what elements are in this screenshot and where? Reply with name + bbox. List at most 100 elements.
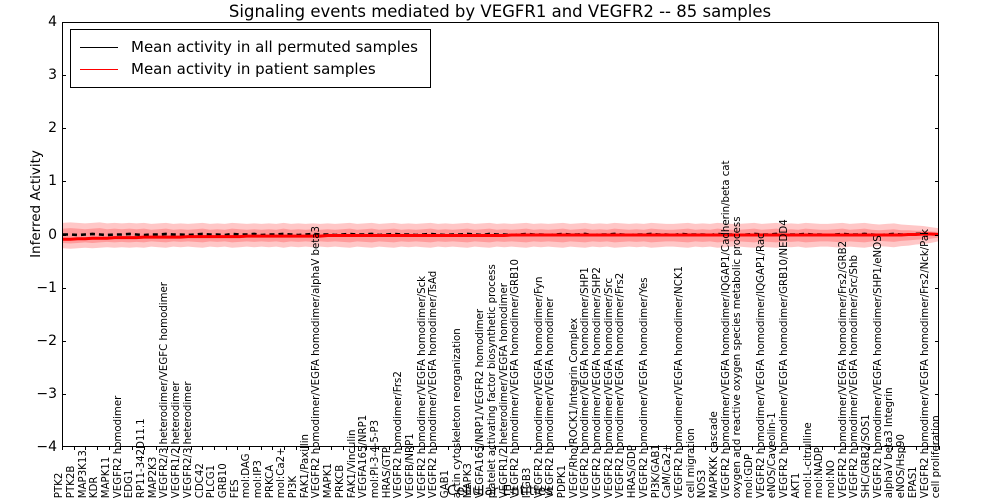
x-tick-mark bbox=[798, 446, 800, 450]
x-tick-mark bbox=[506, 446, 508, 450]
x-tick-label: VEGFR1/2 heterodimer/VEGFA homodimer bbox=[498, 282, 510, 498]
x-tick-label: VEGFR2 homodimer/VEGFA homodimer/IQGAP1/… bbox=[720, 160, 732, 498]
x-tick-mark bbox=[892, 446, 894, 450]
y-tick-mark bbox=[62, 128, 66, 130]
x-tick-mark bbox=[822, 446, 824, 450]
x-tick-label: VEGFR2 homodimer/VEGFA homodimer/Frs2/GR… bbox=[837, 240, 849, 498]
x-tick-mark bbox=[939, 446, 940, 450]
x-tick-mark bbox=[494, 446, 496, 450]
x-tick-label: VEGFR2 homodimer/Frs2 bbox=[393, 370, 405, 498]
x-tick-mark bbox=[377, 446, 379, 450]
x-tick-mark bbox=[436, 446, 438, 450]
x-tick-mark bbox=[658, 446, 660, 450]
x-tick-mark bbox=[260, 446, 262, 450]
x-tick-mark bbox=[447, 446, 449, 450]
x-tick-mark bbox=[553, 446, 555, 450]
x-tick-mark bbox=[810, 446, 812, 450]
x-tick-label: VEGF/Rho/ROCK1/Integrin Complex bbox=[568, 317, 580, 498]
x-tick-mark bbox=[272, 446, 274, 450]
x-tick-label: actin cytoskeleton reorganization bbox=[451, 328, 463, 498]
x-tick-label: VEGFR2 homodimer/VEGFA homodimer/Frs2/Nc… bbox=[919, 228, 931, 498]
x-tick-mark bbox=[915, 446, 917, 450]
x-tick-mark bbox=[108, 446, 110, 450]
y-tick-mark bbox=[62, 234, 66, 236]
x-tick-mark bbox=[611, 446, 613, 450]
x-tick-mark bbox=[214, 446, 215, 450]
x-tick-label: VEGFR2 homodimer/VEGFA homodimer/Yes bbox=[638, 277, 650, 498]
y-axis-label: Inferred Activity bbox=[28, 150, 44, 258]
series-line-patient bbox=[63, 234, 938, 239]
x-tick-mark bbox=[295, 446, 297, 450]
x-tick-label: VEGFR2 homodimer/VEGFA homodimer/alphaV … bbox=[311, 225, 323, 498]
x-tick-label: VEGFR2 homodimer/VEGFA homodimer/GRB10/N… bbox=[778, 219, 790, 498]
x-tick-label: oxygen and reactive oxygen species metab… bbox=[732, 216, 744, 498]
chart-legend: Mean activity in all permuted samples Me… bbox=[70, 29, 431, 88]
x-tick-label: VEGFR2 homodimer/VEGFA homodimer/SHP1 bbox=[580, 266, 592, 498]
x-tick-mark bbox=[459, 446, 461, 450]
x-tick-mark bbox=[903, 446, 905, 450]
plot-area bbox=[62, 22, 939, 447]
x-tick-mark bbox=[681, 446, 683, 450]
x-tick-mark bbox=[868, 446, 870, 450]
x-tick-mark bbox=[518, 446, 520, 450]
x-tick-mark bbox=[225, 446, 227, 450]
y-tick-mark bbox=[935, 393, 939, 395]
legend-item-permuted[interactable]: Mean activity in all permuted samples bbox=[80, 36, 418, 58]
x-tick-mark bbox=[576, 446, 578, 450]
y-tick-mark bbox=[935, 234, 939, 236]
x-tick-mark bbox=[85, 446, 87, 450]
x-tick-label: VEGFR2 homodimer/VEGFA homodimer/GRB10 bbox=[510, 258, 522, 498]
y-tick-mark bbox=[935, 128, 939, 130]
x-tick-mark bbox=[716, 446, 718, 450]
x-tick-mark bbox=[740, 446, 742, 450]
y-tick-mark bbox=[935, 75, 939, 77]
x-tick-mark bbox=[237, 446, 239, 450]
x-tick-mark bbox=[751, 446, 753, 450]
x-tick-mark bbox=[412, 446, 414, 450]
y-tick-mark bbox=[62, 287, 66, 289]
x-tick-mark bbox=[588, 446, 590, 450]
x-tick-mark bbox=[132, 446, 134, 450]
y-tick-label: 1 bbox=[48, 173, 57, 190]
x-tick-mark bbox=[366, 446, 368, 450]
x-tick-label: VEGFR2 homodimer/VEGFA homodimer bbox=[545, 297, 557, 498]
x-tick-label: VEGFR2/3 heterodimer/VEGFC homodimer bbox=[159, 281, 171, 498]
x-tick-mark bbox=[120, 446, 122, 450]
x-tick-mark bbox=[763, 446, 765, 450]
x-tick-label: VEGFR2 homodimer/VEGFA homodimer/Frs2 bbox=[615, 272, 627, 498]
x-tick-mark bbox=[307, 446, 309, 450]
x-tick-mark bbox=[190, 446, 192, 450]
y-tick-label: −4 bbox=[36, 439, 57, 455]
x-tick-mark bbox=[424, 446, 426, 450]
legend-label-permuted: Mean activity in all permuted samples bbox=[131, 38, 418, 56]
series-line-layer bbox=[63, 23, 938, 446]
y-tick-label: 2 bbox=[48, 120, 57, 137]
x-tick-label: VEGFR2 homodimer/VEGFA homodimer/SHP2 bbox=[591, 266, 603, 498]
x-tick-mark bbox=[728, 446, 730, 450]
x-tick-mark bbox=[845, 446, 847, 450]
y-tick-label: −2 bbox=[36, 332, 57, 349]
legend-swatch-permuted bbox=[80, 46, 118, 48]
chart-title: Signaling events mediated by VEGFR1 and … bbox=[228, 2, 772, 21]
x-tick-mark bbox=[389, 446, 391, 450]
legend-swatch-patient bbox=[80, 68, 118, 70]
legend-item-patient[interactable]: Mean activity in patient samples bbox=[80, 58, 418, 80]
x-tick-mark bbox=[155, 446, 157, 450]
x-tick-mark bbox=[775, 446, 777, 450]
x-tick-mark bbox=[284, 446, 286, 450]
x-tick-mark bbox=[880, 446, 882, 450]
y-tick-mark bbox=[62, 75, 66, 77]
x-tick-label: VEGFR2 homodimer/VEGFA homodimer/IQGAP1/… bbox=[755, 233, 767, 498]
x-tick-mark bbox=[401, 446, 403, 450]
y-tick-mark bbox=[935, 287, 939, 289]
x-tick-mark bbox=[354, 446, 356, 450]
x-tick-mark bbox=[833, 446, 835, 450]
y-tick-label: −1 bbox=[36, 279, 57, 296]
y-tick-label: 0 bbox=[48, 226, 57, 243]
x-tick-label: VEGFR2 homodimer/VEGFA homodimer/Src bbox=[603, 277, 615, 498]
x-tick-label: VEGFR2 homodimer/VEGFA homodimer/NCK1 bbox=[673, 265, 685, 498]
x-tick-label: VEGFR2 homodimer/VEGFA homodimer/Sck bbox=[416, 275, 428, 498]
x-tick-mark bbox=[529, 446, 531, 450]
x-tick-mark bbox=[143, 446, 145, 450]
